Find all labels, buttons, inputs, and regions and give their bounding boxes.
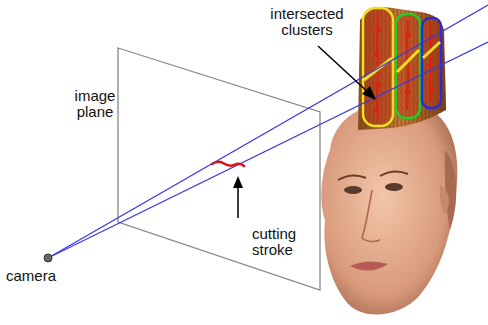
view-ray [48, 5, 488, 258]
cutting-stroke [212, 162, 244, 166]
figure-label: image plane [74, 88, 116, 120]
leader-arrows [233, 46, 376, 218]
figure-label: intersected clusters [262, 6, 352, 38]
view-ray [48, 42, 488, 258]
figure-label: cutting stroke [252, 226, 318, 258]
hair-clusters [363, 8, 441, 126]
figure-label: camera [6, 268, 66, 284]
camera-point [44, 254, 52, 262]
head [321, 102, 457, 315]
image-plane [118, 48, 320, 290]
